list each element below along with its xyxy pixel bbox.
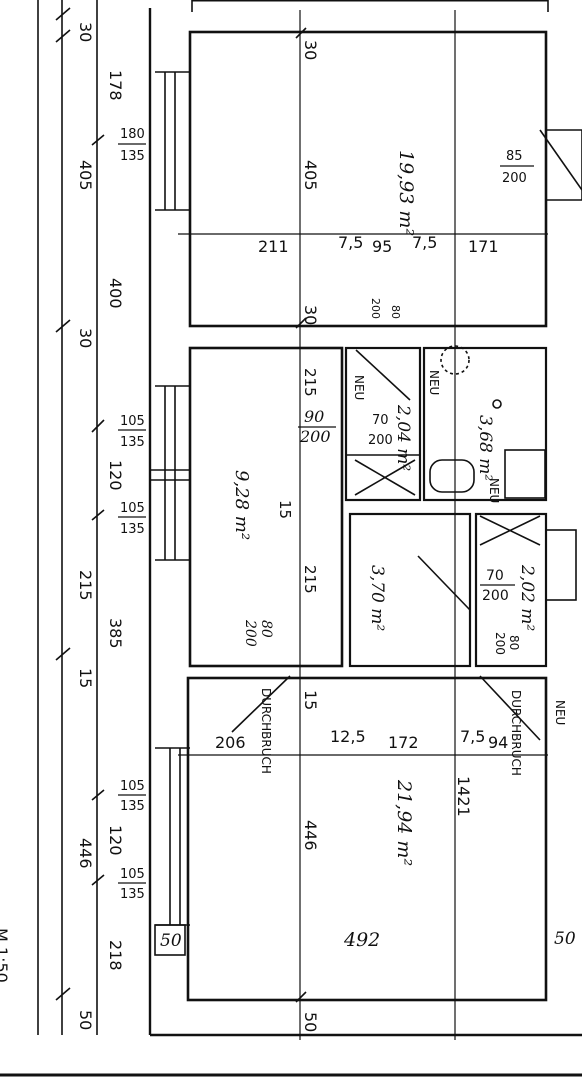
room-bottom-width-2: 12,5 (330, 727, 366, 746)
dim-inner-120: 120 (106, 460, 125, 491)
dim-left-15: 15 (76, 668, 95, 688)
wc-door-height: 200 (493, 632, 507, 655)
room-bottom-total: 1421 (454, 776, 473, 817)
room-top-width-1: 211 (258, 237, 289, 256)
room-bottom-width-4: 7,5 (460, 727, 485, 746)
bath-outline (422, 346, 548, 502)
wall-label-50-left: 50 (160, 931, 182, 951)
window-label-4-width: 105 (120, 779, 145, 794)
room-top-depth: 405 (301, 160, 320, 191)
dim-inner-385: 385 (106, 618, 125, 649)
shower-door-height: 200 (369, 298, 382, 319)
wc-door-width: 80 (507, 635, 521, 650)
room-mid-part-2: 15 (276, 500, 294, 519)
hall-door-width: 70 (486, 568, 504, 584)
room-mid-door-b-height: 200 (242, 619, 258, 647)
hall-door-height: 200 (482, 588, 509, 604)
shower-outline (344, 346, 422, 502)
bath-door-height: 200 (368, 433, 393, 448)
window-label-2-width: 105 (120, 414, 145, 429)
dim-inner-178: 178 (106, 70, 125, 101)
bath-area: 3,68 m² (475, 415, 495, 481)
dim-inner-218: 218 (106, 940, 125, 971)
wall-label-50-bottom: 50 (301, 1012, 320, 1032)
window-label-3-height: 135 (120, 522, 145, 537)
bath-new-label-2: NEU (487, 478, 501, 503)
scale-note: M 1:50 (0, 928, 11, 983)
room-top-door-height: 200 (502, 171, 527, 186)
room-top-width-3: 95 (372, 237, 392, 256)
room-bottom-width-1: 206 (215, 733, 246, 752)
breakthrough-label-1: DURCHBRUCH (259, 688, 273, 774)
room-mid-door-height: 200 (299, 427, 331, 446)
room-bottom-width-3: 172 (388, 733, 419, 752)
room-top-width-4: 7,5 (412, 233, 437, 252)
dim-inner-400: 400 (106, 278, 125, 309)
bath-new-label-1: NEU (427, 370, 441, 395)
wc-area: 2,02 m² (517, 564, 537, 631)
shower-area: 2,04 m² (393, 404, 413, 471)
window-label-2-height: 135 (120, 435, 145, 450)
breakthrough-label-2: DURCHBRUCH (509, 690, 523, 776)
room-bottom-depth: 446 (301, 820, 320, 851)
room-mid-door-width: 90 (304, 407, 324, 426)
room-mid-area: 9,28 m² (231, 470, 252, 540)
window-label-4-height: 135 (120, 799, 145, 814)
dim-inner-120-b: 120 (106, 825, 125, 856)
window-label-5-width: 105 (120, 867, 145, 882)
room-mid-left-outline (188, 346, 344, 668)
wall-label-50-right: 50 (554, 929, 576, 949)
room-top-width-2: 7,5 (338, 233, 363, 252)
shower-new-tag: NEU (352, 375, 366, 400)
room-top-door-width: 85 (506, 149, 523, 164)
room-bottom-width-5: 94 (488, 733, 508, 752)
room-mid-door-b-width: 80 (258, 620, 274, 638)
dim-left-30-top: 30 (76, 22, 95, 42)
window-label-1-height: 135 (120, 149, 145, 164)
hall-outline (348, 512, 472, 668)
window-label-3-width: 105 (120, 501, 145, 516)
room-bottom-area: 21,94 m² (393, 779, 415, 866)
bath-door-width: 70 (372, 413, 389, 428)
dim-left-446: 446 (76, 838, 95, 869)
window-label-5-height: 135 (120, 887, 145, 902)
room-top-area: 19,93 m² (395, 150, 417, 236)
shower-door-width: 80 (389, 305, 402, 319)
window-label-1-width: 180 (120, 127, 145, 142)
room-mid-part-1: 215 (301, 368, 319, 397)
hall-area: 3,70 m² (367, 565, 387, 631)
dim-left-50: 50 (76, 1010, 95, 1030)
room-bottom-outline (186, 676, 548, 1002)
bottom-width-label: 492 (343, 929, 380, 951)
dim-left-215: 215 (76, 570, 95, 601)
wall-label-15: 15 (301, 690, 320, 710)
room-top-outline (188, 30, 548, 328)
wall-label-30-mid: 30 (301, 305, 320, 325)
room-top-width-5: 171 (468, 237, 499, 256)
dim-left-405: 405 (76, 160, 95, 191)
room-mid-part-3: 215 (301, 565, 319, 594)
dim-left-30: 30 (76, 328, 95, 348)
bottom-new-tag: NEU (553, 700, 567, 725)
wall-label-30-top: 30 (301, 40, 320, 60)
